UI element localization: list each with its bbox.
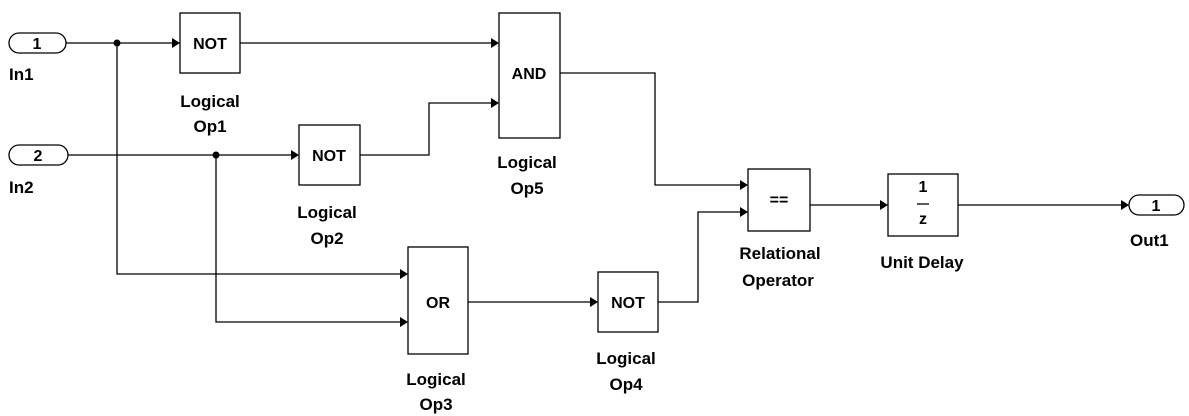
block-logical-op4[interactable]: NOT Logical Op4 <box>596 271 659 394</box>
arrowhead <box>491 98 499 108</box>
arrowhead <box>291 150 299 160</box>
block-name-line1: Relational <box>739 244 820 263</box>
arrowhead <box>590 297 598 307</box>
block-unit-delay[interactable]: 1 z Unit Delay <box>880 173 964 272</box>
inport-number: 1 <box>33 36 42 53</box>
block-name-line1: Logical <box>180 92 240 111</box>
block-name-line2: Op4 <box>609 375 643 394</box>
block-body[interactable] <box>747 168 811 232</box>
arrowhead <box>880 200 888 210</box>
inport-shape[interactable] <box>8 32 67 54</box>
branch-point <box>113 39 121 47</box>
inport-in1[interactable]: 1 In1 <box>8 32 67 84</box>
outport-out1[interactable]: 1 Out1 <box>1128 194 1185 250</box>
wire-op5-to-relop[interactable] <box>560 72 740 186</box>
block-name-line2: Op1 <box>193 117 226 136</box>
block-logical-op1[interactable]: NOT Logical Op1 <box>179 12 241 136</box>
block-body[interactable] <box>597 271 659 333</box>
block-body[interactable] <box>498 12 561 139</box>
block-name-line1: Logical <box>406 370 466 389</box>
delay-denominator: z <box>919 211 927 228</box>
inport-label: In1 <box>9 65 34 84</box>
block-body[interactable] <box>179 12 241 74</box>
inport-in2[interactable]: 2 In2 <box>8 144 69 197</box>
arrowhead <box>400 317 408 327</box>
wire-op4-to-relop[interactable] <box>658 211 740 303</box>
block-name-line2: Op5 <box>510 179 543 198</box>
block-logical-op3[interactable]: OR Logical Op3 <box>406 246 469 414</box>
outport-label: Out1 <box>1130 231 1169 250</box>
arrowhead <box>740 180 748 190</box>
outport-number: 1 <box>1152 198 1161 215</box>
arrowhead <box>740 207 748 217</box>
block-operator-text: AND <box>512 66 547 83</box>
block-body[interactable] <box>407 246 469 355</box>
block-operator-text: NOT <box>611 295 645 312</box>
delay-numerator: 1 <box>919 179 928 196</box>
wire-in2-to-op3[interactable] <box>215 155 400 323</box>
wire-op2-to-op5[interactable] <box>360 102 491 156</box>
arrowhead <box>400 269 408 279</box>
outport-shape[interactable] <box>1128 194 1185 216</box>
inport-number: 2 <box>34 148 43 165</box>
block-name: Unit Delay <box>880 253 964 272</box>
block-logical-op5[interactable]: AND Logical Op5 <box>497 12 561 198</box>
block-relational-operator[interactable]: == Relational Operator <box>739 168 821 290</box>
block-name-line1: Logical <box>297 203 357 222</box>
signal-lines <box>66 38 1129 327</box>
arrowhead <box>172 38 180 48</box>
block-logical-op2[interactable]: NOT Logical Op2 <box>297 124 361 248</box>
arrowhead <box>1121 200 1129 210</box>
branch-point <box>212 151 220 159</box>
block-operator-text: == <box>770 192 789 209</box>
block-body[interactable] <box>298 124 361 186</box>
block-operator-text: NOT <box>193 36 227 53</box>
block-name-line1: Logical <box>596 349 656 368</box>
inport-label: In2 <box>9 178 34 197</box>
block-name-line2: Operator <box>742 271 814 290</box>
block-name-line2: Op2 <box>310 229 343 248</box>
block-body[interactable] <box>887 173 959 237</box>
block-name-line2: Op3 <box>419 395 452 414</box>
inport-shape[interactable] <box>8 144 69 166</box>
block-operator-text: NOT <box>312 148 346 165</box>
arrowhead <box>491 38 499 48</box>
block-name-line1: Logical <box>497 153 557 172</box>
block-operator-text: OR <box>426 295 450 312</box>
wire-in1-to-op3[interactable] <box>116 43 400 275</box>
